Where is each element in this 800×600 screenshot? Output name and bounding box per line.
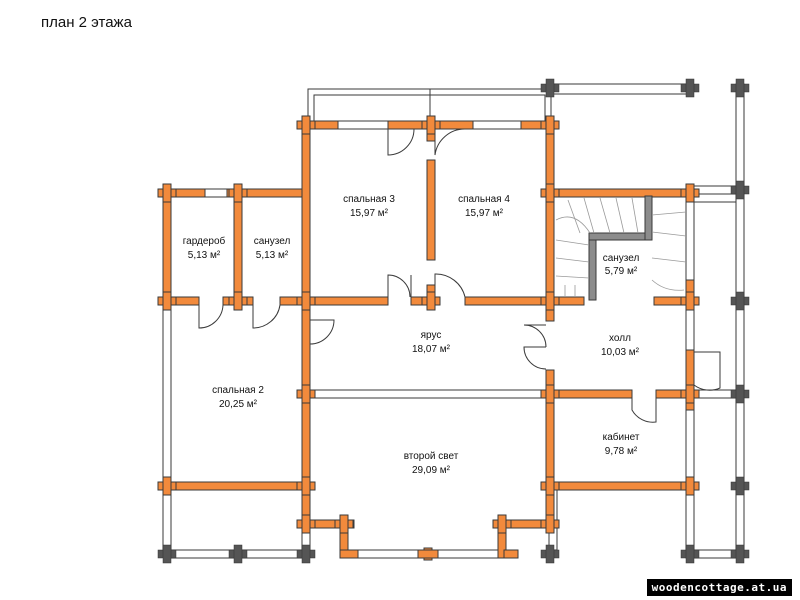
- walls: [157, 115, 700, 561]
- left-rail: [162, 489, 172, 555]
- room-secondlight-area: 29,09 м²: [412, 465, 451, 476]
- room-bedroom3-name: спальная 3: [343, 194, 395, 205]
- door-bedroom3: [387, 274, 411, 298]
- room-hall-name: холл: [609, 333, 631, 344]
- room-bedroom4-area: 15,97 м²: [465, 208, 504, 219]
- room-study-area: 9,78 м²: [605, 446, 638, 457]
- room-bath1-name: санузел: [254, 236, 291, 247]
- room-hall-area: 10,03 м²: [601, 347, 640, 358]
- room-wardrobe-area: 5,13 м²: [188, 250, 221, 261]
- door-bedroom4-top: [434, 128, 466, 156]
- room-secondlight-name: второй свет: [404, 451, 459, 462]
- site-watermark: woodencottage.at.ua: [646, 579, 792, 596]
- window-bedroom3: [337, 120, 389, 130]
- room-tier-area: 18,07 м²: [412, 344, 451, 355]
- staircase: [555, 197, 687, 297]
- door-tier-left: [309, 319, 335, 345]
- page-title: план 2 этажа: [41, 14, 132, 31]
- door-study: [631, 398, 657, 423]
- room-bath1-area: 5,13 м²: [256, 250, 289, 261]
- window-bath2-right: [685, 199, 695, 281]
- room-tier-name: ярус: [421, 330, 442, 341]
- window-bedroom4: [472, 120, 522, 130]
- window-study-right: [685, 409, 695, 481]
- windows: [162, 120, 737, 559]
- room-study-name: кабинет: [603, 431, 640, 443]
- room-bath2-name: санузел: [603, 253, 640, 264]
- door-bedroom2-a: [198, 304, 224, 329]
- door-bedroom3-top: [387, 128, 415, 156]
- room-labels: гардероб 5,13 м² санузел 5,13 м² спальна…: [183, 194, 640, 476]
- room-bedroom3-area: 15,97 м²: [350, 208, 389, 219]
- window-bedroom2-left: [162, 304, 172, 491]
- room-wardrobe-name: гардероб: [183, 235, 226, 247]
- room-bedroom4-name: спальная 4: [458, 194, 510, 205]
- gallery-railing: [311, 389, 547, 399]
- door-hall-exit: [693, 351, 721, 391]
- bath2-partition: [588, 195, 653, 301]
- room-bedroom2-name: спальная 2: [212, 385, 264, 396]
- window-wardrobe: [204, 188, 228, 198]
- door-tier-right-a: [523, 324, 547, 348]
- room-bedroom2-area: 20,25 м²: [219, 399, 258, 410]
- pillars: [157, 78, 750, 564]
- right-balcony-top: [550, 83, 692, 95]
- room-bath2-area: 5,79 м²: [605, 266, 638, 277]
- door-bedroom4: [434, 273, 466, 298]
- doors: [198, 128, 721, 423]
- door-bedroom2-b: [252, 304, 281, 329]
